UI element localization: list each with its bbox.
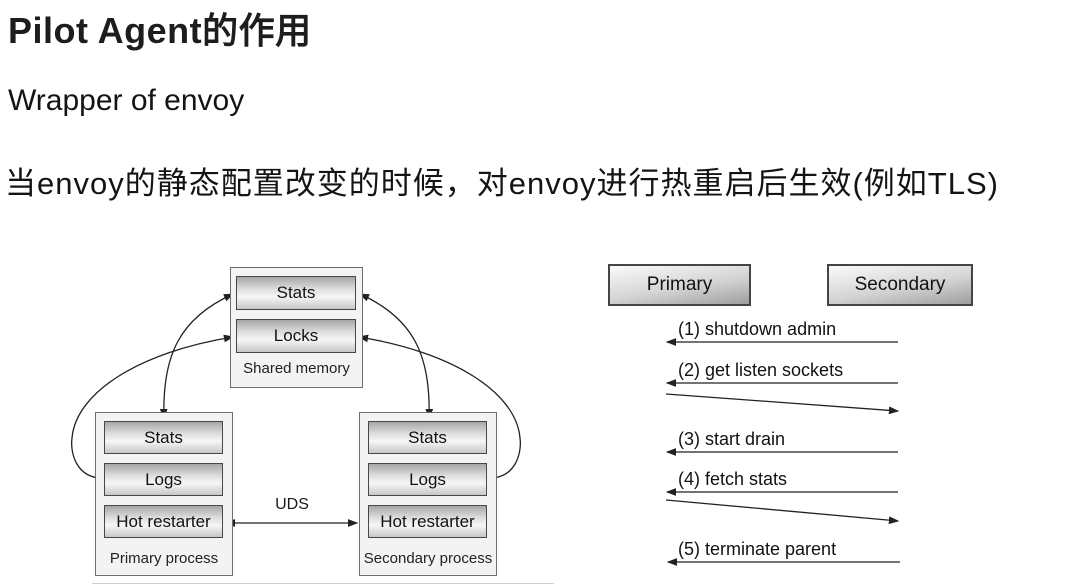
- slide-description: 当envoy的静态配置改变的时候，对envoy进行热重启后生效(例如TLS): [5, 166, 999, 201]
- primary-process-label: Primary process: [109, 550, 219, 567]
- block-primary-hot-restarter: Hot restarter: [104, 505, 223, 538]
- seq-message-label-2: (2) get listen sockets: [678, 360, 844, 380]
- seq-response-arrow-1: [665, 393, 900, 415]
- block-primary-stats: Stats: [104, 421, 223, 454]
- seq-message-label-4: (4) fetch stats: [678, 469, 788, 489]
- seq-message-label-5: (5) terminate parent: [678, 539, 837, 559]
- block-shared-stats: Stats: [236, 276, 356, 310]
- seq-message-label-1: (1) shutdown admin: [678, 319, 837, 339]
- bottom-divider-line: [92, 583, 554, 584]
- shared-memory-label: Shared memory: [243, 360, 350, 377]
- block-shared-locks: Locks: [236, 319, 356, 353]
- seq-message-label-3: (3) start drain: [678, 429, 786, 449]
- arc-secondary-logs-to-shared-locks: [357, 334, 521, 483]
- block-primary-logs: Logs: [104, 463, 223, 496]
- slide-subtitle: Wrapper of envoy: [8, 84, 245, 117]
- actor-primary-box: Primary: [608, 264, 751, 306]
- arc-secondary-stats-to-shared-stats: [358, 293, 434, 420]
- arc-primary-logs-to-shared-locks: [71, 334, 235, 483]
- block-secondary-hot-restarter: Hot restarter: [368, 505, 487, 538]
- seq-response-arrow-2: [665, 499, 900, 525]
- secondary-process-label: Secondary process: [363, 550, 493, 567]
- slide-title: Pilot Agent的作用: [8, 10, 312, 51]
- block-secondary-stats: Stats: [368, 421, 487, 454]
- actor-secondary-box: Secondary: [827, 264, 973, 306]
- block-secondary-logs: Logs: [368, 463, 487, 496]
- arc-primary-stats-to-shared-stats: [159, 293, 235, 420]
- uds-label: UDS: [275, 496, 309, 513]
